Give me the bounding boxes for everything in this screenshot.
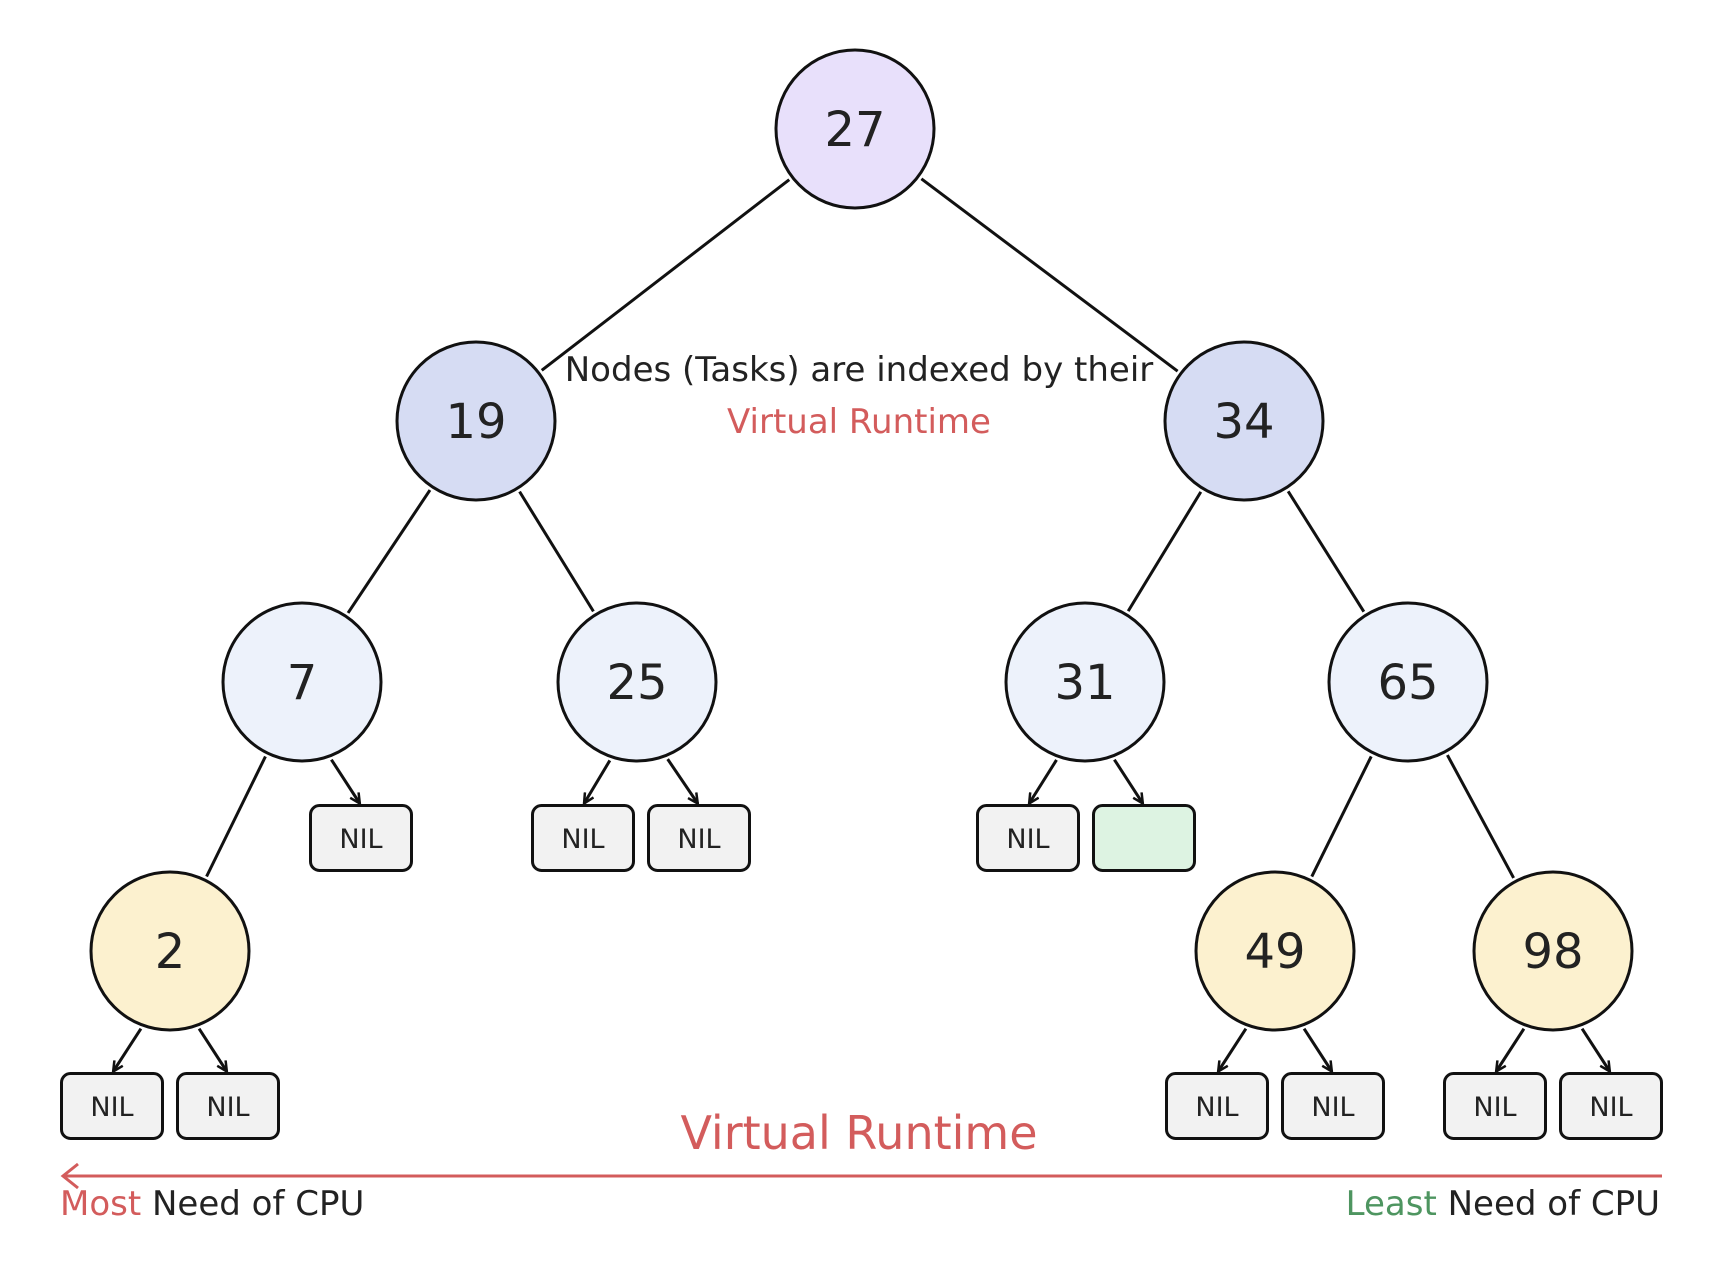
- tree-edge: [1286, 490, 1366, 613]
- axis-title: Virtual Runtime: [680, 1106, 1038, 1160]
- node-circle: [1163, 340, 1325, 502]
- caption-line-2: Virtual Runtime: [727, 402, 991, 442]
- nil-label: NIL: [1473, 1092, 1516, 1123]
- task-node-27: 27: [774, 48, 936, 210]
- task-node-19: 19: [395, 340, 557, 502]
- nil-box: [647, 804, 751, 872]
- nil-pointer-arrow: [1580, 1027, 1610, 1072]
- node-circle: [221, 601, 383, 763]
- axis-arrowhead-left: [60, 1162, 79, 1190]
- node-value: 27: [824, 102, 885, 158]
- task-node-25: 25: [556, 601, 718, 763]
- node-value: 25: [606, 655, 667, 711]
- tree-edge: [1310, 755, 1373, 878]
- nil-box: [176, 1072, 280, 1140]
- nil-leaf: NIL: [976, 804, 1080, 872]
- task-node-65: 65: [1327, 601, 1489, 763]
- nil-label: NIL: [1006, 824, 1049, 855]
- nil-box: [531, 804, 635, 872]
- nil-leaf: NIL: [1281, 1072, 1385, 1140]
- caption-line-1: Nodes (Tasks) are indexed by their: [564, 350, 1154, 390]
- nil-label: NIL: [90, 1092, 133, 1123]
- nil-box: [1281, 1072, 1385, 1140]
- nil-pointer-arrow: [113, 1027, 143, 1072]
- task-node-49: 49: [1194, 870, 1356, 1032]
- node-circle: [1194, 870, 1356, 1032]
- task-node-34: 34: [1163, 340, 1325, 502]
- nil-leaf: NIL: [531, 804, 635, 872]
- node-value: 7: [287, 655, 318, 711]
- need-of-cpu-right: Need of CPU: [1447, 1184, 1660, 1224]
- node-value: 65: [1377, 655, 1438, 711]
- nil-pointer-arrow: [666, 758, 698, 803]
- nil-label: NIL: [1195, 1092, 1238, 1123]
- node-value: 98: [1522, 924, 1583, 980]
- node-circle: [1472, 870, 1634, 1032]
- nil-leaf: NIL: [1443, 1072, 1547, 1140]
- tree-edge: [346, 489, 432, 614]
- nil-leaf: NIL: [60, 1072, 164, 1140]
- tree-edge: [518, 490, 595, 613]
- nil-pointer-arrow: [197, 1027, 227, 1072]
- task-node-31: 31: [1004, 601, 1166, 763]
- nil-leaf: NIL: [176, 1072, 280, 1140]
- node-circle: [89, 870, 251, 1032]
- nil-pointer-arrow: [1113, 758, 1142, 804]
- node-value: 34: [1213, 394, 1274, 450]
- nil-pointer-arrow: [1218, 1027, 1248, 1072]
- tree-edge: [1446, 754, 1515, 879]
- least-text: Least: [1345, 1184, 1437, 1224]
- nil-label: NIL: [677, 824, 720, 855]
- task-node-2: 2: [89, 870, 251, 1032]
- task-node-7: 7: [221, 601, 383, 763]
- nil-box: [309, 804, 413, 872]
- nil-pointer-arrow: [1302, 1027, 1332, 1072]
- nil-label: NIL: [561, 824, 604, 855]
- nil-box: [976, 804, 1080, 872]
- nil-pointer-arrow: [584, 759, 612, 803]
- nil-label: NIL: [1589, 1092, 1632, 1123]
- tree-edge: [205, 755, 267, 878]
- node-circle: [1004, 601, 1166, 763]
- tree-edge: [920, 177, 1179, 373]
- nil-box: [1443, 1072, 1547, 1140]
- nil-leaf: NIL: [1165, 1072, 1269, 1140]
- axis-right-label: Least Need of CPU: [1346, 1184, 1660, 1224]
- tree-edge: [1126, 491, 1203, 612]
- node-circle: [395, 340, 557, 502]
- nil-pointer-arrow: [1029, 759, 1058, 804]
- node-circle: [556, 601, 718, 763]
- node-circle: [774, 48, 936, 210]
- nil-box: [1165, 1072, 1269, 1140]
- node-value: 19: [445, 394, 506, 450]
- most-text: Most: [60, 1184, 142, 1224]
- nil-label: NIL: [339, 824, 382, 855]
- nil-leaf: NIL: [647, 804, 751, 872]
- nil-box: [1559, 1072, 1663, 1140]
- nil-box: [1092, 804, 1196, 872]
- nil-label: NIL: [1311, 1092, 1354, 1123]
- nil-box: [60, 1072, 164, 1140]
- virtual-runtime-axis: [60, 1162, 1662, 1190]
- need-of-cpu-left: Need of CPU: [152, 1184, 365, 1224]
- node-value: 2: [155, 924, 186, 980]
- nil-label: NIL: [206, 1092, 249, 1123]
- tree-edge: [540, 178, 791, 372]
- node-circle: [1327, 601, 1489, 763]
- nil-pointer-arrow: [330, 758, 359, 804]
- nil-leaf: NIL: [309, 804, 413, 872]
- axis-left-label: Most Need of CPU: [60, 1184, 364, 1224]
- task-node-98: 98: [1472, 870, 1634, 1032]
- nil-leaf-highlighted: [1092, 804, 1196, 872]
- nil-pointer-arrow: [1496, 1027, 1526, 1072]
- node-value: 49: [1244, 924, 1305, 980]
- nil-leaf: NIL: [1559, 1072, 1663, 1140]
- node-value: 31: [1054, 655, 1115, 711]
